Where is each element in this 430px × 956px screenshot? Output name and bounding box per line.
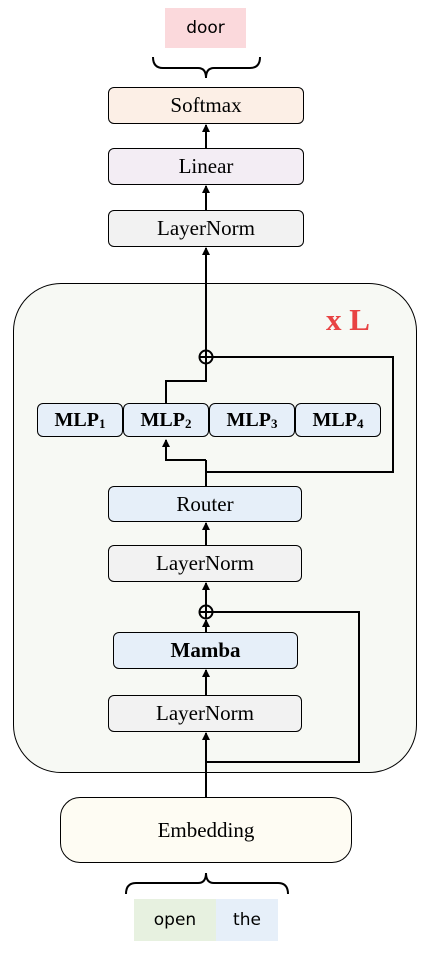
final-layernorm-box: LayerNorm [108, 210, 304, 247]
input-token-the: the [216, 899, 278, 941]
mamba-box: Mamba [113, 632, 298, 669]
output-token: door [165, 8, 246, 48]
mid-layernorm-box: LayerNorm [108, 545, 302, 582]
mlp-name: MLP [54, 408, 99, 431]
mlp-name: MLP [312, 408, 357, 431]
repeat-count-label: x L [326, 302, 370, 337]
softmax-box: Softmax [108, 87, 304, 124]
mlp-index: 3 [270, 416, 278, 431]
input-token-open: open [134, 899, 216, 941]
embedding-box: Embedding [60, 797, 352, 863]
mlp-index: 2 [184, 416, 192, 431]
mlp-name: MLP [140, 408, 185, 431]
bottom-layernorm-box: LayerNorm [108, 695, 302, 732]
output-brace [152, 56, 261, 79]
linear-box: Linear [108, 148, 304, 185]
mlp-name: MLP [226, 408, 271, 431]
repeated-block [13, 283, 417, 773]
input-brace [125, 872, 289, 895]
router-box: Router [108, 486, 302, 522]
mlp-index: 1 [98, 416, 106, 431]
mlp-index: 4 [356, 416, 364, 431]
